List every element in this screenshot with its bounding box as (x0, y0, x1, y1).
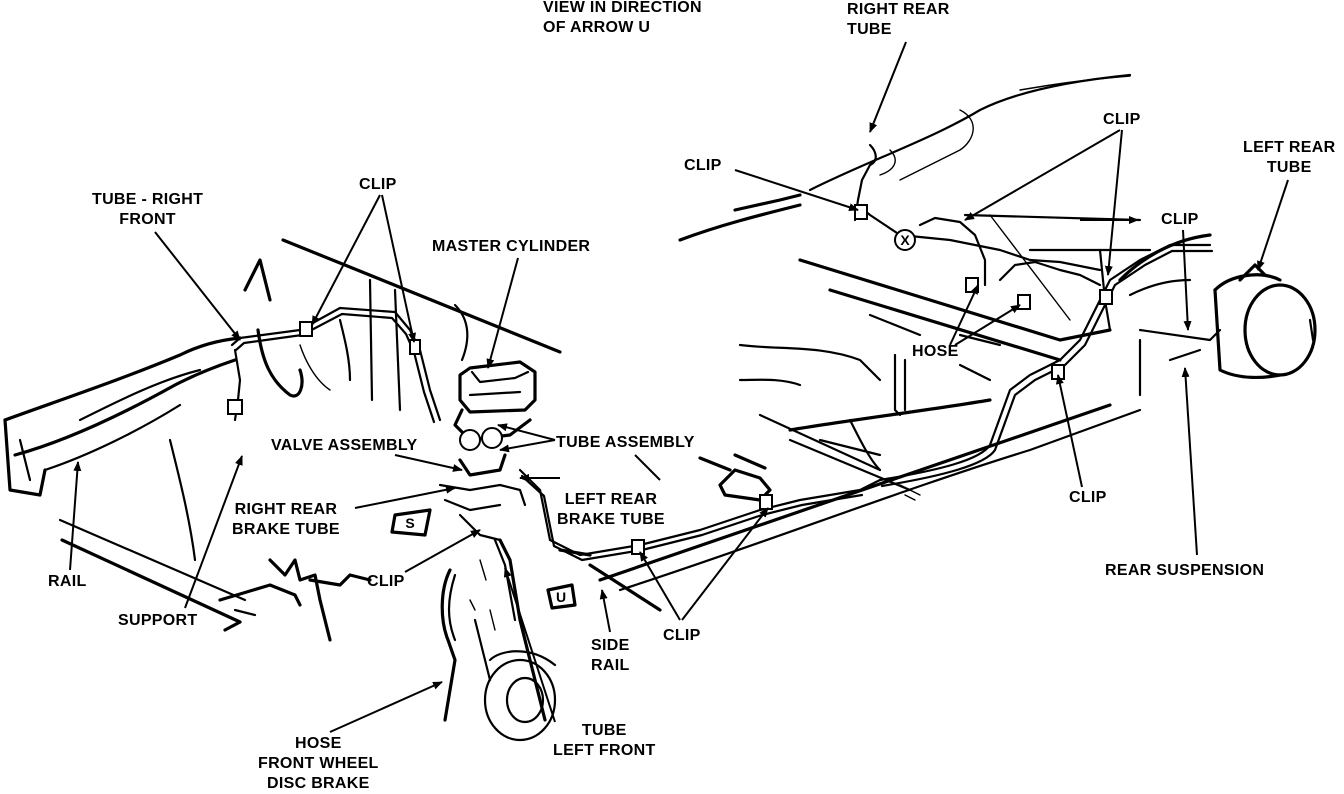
front-frame-rail (3, 258, 304, 632)
label-tube-right-front: TUBE - RIGHT FRONT (92, 191, 204, 228)
right-front-tube-line (227, 306, 442, 424)
front-upper-structure (281, 238, 562, 412)
label-side-rail: SIDE RAIL (591, 637, 630, 674)
label-hose-front-wheel: HOSE FRONT WHEEL DISC BRAKE (258, 735, 379, 792)
support-bracket (218, 558, 372, 642)
left-rear-tube-run (518, 453, 882, 562)
label-clip-top-center: CLIP (1103, 111, 1141, 128)
u-marker: U (546, 583, 577, 610)
x-marker: X (900, 232, 910, 248)
label-clip-mid-lower: CLIP (367, 573, 405, 590)
label-master-cylinder: MASTER CYLINDER (432, 238, 591, 255)
label-view-direction: VIEW IN DIRECTION OF ARROW U (543, 0, 702, 36)
s-marker: S (390, 508, 432, 537)
rear-brake-drum (1118, 233, 1317, 397)
label-clip-front-top: CLIP (359, 176, 397, 193)
label-hose-rear: HOSE (912, 343, 959, 360)
label-right-rear-tube-top: RIGHT REAR TUBE (847, 1, 950, 38)
rear-body-structure (678, 73, 1152, 472)
svg-text:U: U (556, 589, 566, 605)
label-tube-left-front: TUBE LEFT FRONT (553, 722, 656, 759)
label-left-rear-brake-tube: LEFT REAR BRAKE TUBE (557, 491, 665, 528)
label-tube-assembly: TUBE ASSEMBLY (556, 434, 695, 451)
label-clip-rear-lower: CLIP (1069, 489, 1107, 506)
leader-lines (69, 41, 1289, 733)
label-clip-bottom-center: CLIP (663, 627, 701, 644)
rear-tube-run (853, 143, 1214, 488)
label-rail: RAIL (48, 573, 87, 590)
master-cylinder-drawing (438, 360, 537, 542)
label-clip-upper-left: CLIP (684, 157, 722, 174)
label-rear-suspension: REAR SUSPENSION (1105, 562, 1265, 579)
svg-text:X: X (900, 232, 910, 248)
label-clip-right-upper: CLIP (1161, 211, 1199, 228)
label-support: SUPPORT (118, 612, 198, 629)
label-valve-assembly: VALVE ASSEMBLY (271, 437, 418, 454)
svg-text:S: S (405, 515, 414, 531)
front-wheel-assembly (440, 538, 557, 742)
chassis-lines (588, 403, 1142, 612)
label-left-rear-tube: LEFT REAR TUBE (1243, 139, 1336, 176)
label-right-rear-brake-tube: RIGHT REAR BRAKE TUBE (232, 501, 340, 538)
